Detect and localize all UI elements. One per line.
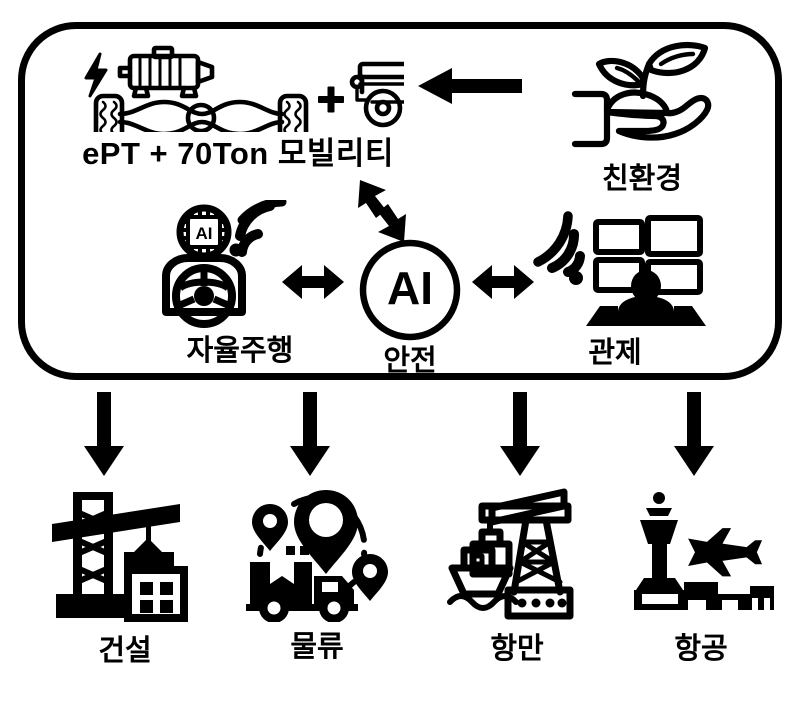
ai-circle-icon: AI (358, 238, 462, 342)
node-autonomous-driving[interactable]: AI 자율주행 (150, 200, 330, 366)
sector-aviation[interactable]: 항공 (622, 482, 780, 664)
node-label-eco-friendly: 친환경 (601, 163, 683, 195)
node-label-ept-mobility: ePT + 70Ton 모빌리티 (82, 136, 394, 171)
node-ai-safety[interactable]: AI 안전 (350, 238, 470, 376)
connector-platform-to-aviation (674, 392, 714, 476)
node-eco-friendly[interactable]: 친환경 (552, 34, 732, 194)
ai-badge-text: AI (387, 262, 433, 314)
connector-platform-to-logistics (290, 392, 330, 476)
node-traffic-control[interactable]: 관제 (520, 208, 710, 368)
hand-holding-sprout-icon (557, 34, 727, 154)
control-room-operator-icon (520, 208, 710, 332)
connector-ai-to-mobility (356, 178, 408, 244)
port-crane-container-ship-icon (442, 482, 592, 622)
node-label-autonomous-driving: 자율주행 (186, 335, 294, 367)
electric-powertrain-and-trailer-icon (72, 44, 404, 132)
sector-label-aviation: 항공 (674, 633, 728, 665)
connector-ad-to-ai (282, 262, 344, 302)
node-label-traffic-control: 관제 (588, 337, 642, 369)
plus-sign (318, 86, 344, 113)
delivery-truck-route-pins-icon (242, 482, 392, 622)
node-label-ai-safety: 안전 (383, 345, 437, 377)
connector-ai-to-ctrl (472, 262, 534, 302)
sector-label-logistics: 물류 (290, 631, 344, 663)
ai-driver-steering-wheel-icon: AI (150, 200, 330, 330)
connector-platform-to-construction (84, 392, 124, 476)
svg-text:AI: AI (196, 224, 213, 243)
sector-logistics[interactable]: 물류 (238, 482, 396, 662)
sector-label-construction: 건설 (98, 635, 152, 667)
connector-eco-to-ept (418, 66, 522, 106)
tower-crane-building-icon (50, 482, 200, 622)
sector-label-port: 항만 (490, 633, 544, 665)
sector-construction[interactable]: 건설 (46, 482, 204, 666)
sector-port[interactable]: 항만 (438, 482, 596, 664)
airport-tower-airplane-icon (626, 482, 776, 622)
connector-platform-to-port (500, 392, 540, 476)
node-ept-mobility[interactable]: ePT + 70Ton 모빌리티 (72, 44, 404, 171)
